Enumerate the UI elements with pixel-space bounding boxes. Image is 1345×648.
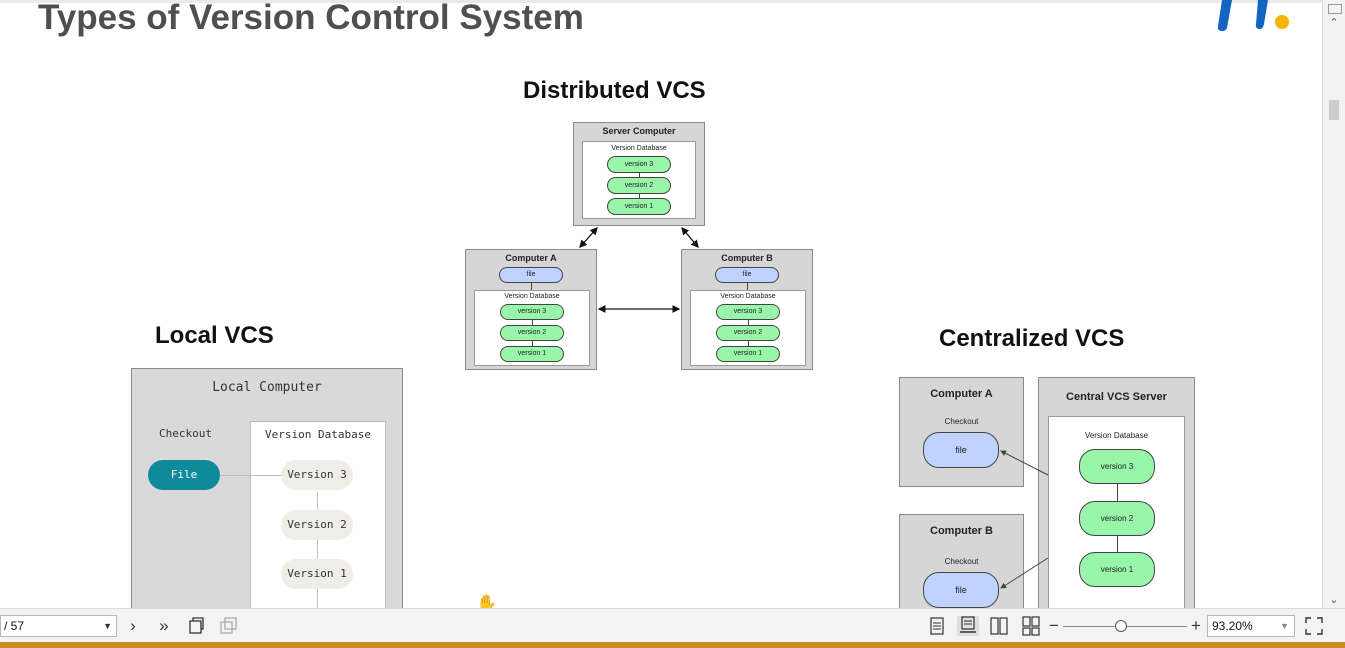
- cvcs-computer-a-checkout: Checkout: [944, 417, 979, 426]
- zoom-dropdown-icon[interactable]: ▼: [1280, 621, 1289, 631]
- local-computer-box: Local Computer Checkout Version Database…: [131, 368, 403, 608]
- dvcs-server-db: Version Database version 3 version 2 ver…: [582, 141, 696, 219]
- cvcs-checkout-arrows: [1000, 450, 1049, 589]
- facing-view-icon[interactable]: [988, 616, 1010, 636]
- cvcs-computer-b: Computer B Checkout file: [899, 514, 1024, 608]
- dvcs-computer-a-file: file: [499, 267, 563, 283]
- page-number-field[interactable]: / 57 ▼: [0, 615, 117, 637]
- cvcs-computer-a-file: file: [923, 432, 999, 468]
- local-version-2: Version 2: [281, 510, 353, 540]
- single-page-view-icon[interactable]: [926, 616, 948, 636]
- dvcs-b-version-3: version 3: [716, 304, 780, 320]
- scroll-thumb[interactable]: [1329, 100, 1339, 120]
- dvcs-computer-a-db-label: Version Database: [504, 293, 560, 300]
- cvcs-version-1: version 1: [1079, 552, 1155, 587]
- local-version-3: Version 3: [281, 460, 353, 490]
- document-page: Types of Version Control System Distribu…: [0, 0, 1322, 608]
- dvcs-server-db-label: Version Database: [611, 145, 667, 152]
- dvcs-computer-a: Computer A file Version Database version…: [465, 249, 597, 370]
- viewer-toolbar: / 57 ▼ › » − + 93.20% ▼: [0, 608, 1345, 642]
- fullscreen-icon[interactable]: [1303, 616, 1325, 636]
- hand-cursor-icon: ✋: [476, 594, 498, 608]
- continuous-view-icon[interactable]: [957, 616, 979, 636]
- dvcs-a-version-2: version 2: [500, 325, 564, 341]
- local-version-db: Version Database Version 3 Version 2 Ver…: [250, 421, 386, 608]
- page-top-border: [0, 0, 1322, 3]
- scroll-up-icon[interactable]: ⌃: [1329, 17, 1339, 29]
- cvcs-computer-b-checkout: Checkout: [944, 557, 979, 566]
- cvcs-version-3: version 3: [1079, 449, 1155, 484]
- cvcs-server-db: Version Database version 3 version 2 ver…: [1048, 416, 1185, 608]
- scroll-down-icon[interactable]: ⌄: [1329, 594, 1339, 606]
- cvcs-server-db-label: Version Database: [1084, 431, 1149, 440]
- dvcs-computer-b: Computer B file Version Database version…: [681, 249, 813, 370]
- dvcs-a-version-3: version 3: [500, 304, 564, 320]
- page-indicator: / 57: [4, 619, 25, 633]
- dvcs-server-version-2: version 2: [607, 177, 671, 194]
- zoom-value: 93.20%: [1212, 619, 1253, 633]
- local-computer-label: Local Computer: [212, 380, 322, 395]
- dvcs-computer-b-label: Computer B: [721, 253, 773, 263]
- dvcs-computer-a-db: Version Database version 3 version 2 ver…: [474, 290, 590, 366]
- dvcs-b-version-2: version 2: [716, 325, 780, 341]
- os-taskbar-strip: [0, 642, 1345, 648]
- cvcs-version-2: version 2: [1079, 501, 1155, 536]
- dvcs-computer-b-file: file: [715, 267, 779, 283]
- brand-logo: [1217, 0, 1289, 31]
- dvcs-b-version-1: version 1: [716, 346, 780, 362]
- slide-title: Types of Version Control System: [38, 0, 584, 37]
- continuous-facing-view-icon[interactable]: [1020, 616, 1042, 636]
- zoom-in-icon[interactable]: +: [1191, 616, 1201, 635]
- page-dropdown-icon[interactable]: ▼: [103, 621, 112, 631]
- dvcs-computer-b-db-label: Version Database: [720, 293, 776, 300]
- cvcs-server-label: Central VCS Server: [1066, 391, 1167, 403]
- local-file: File: [148, 460, 220, 490]
- cvcs-computer-a-label: Computer A: [930, 388, 993, 400]
- local-vcs-title: Local VCS: [155, 322, 274, 349]
- local-checkout-connector: [218, 475, 281, 476]
- local-db-label: Version Database: [265, 428, 371, 441]
- copy-icon[interactable]: [217, 616, 239, 636]
- dvcs-a-version-1: version 1: [500, 346, 564, 362]
- next-page-icon[interactable]: ›: [130, 616, 136, 635]
- dvcs-server-version-1: version 1: [607, 198, 671, 215]
- local-version-1: Version 1: [281, 559, 353, 589]
- distributed-vcs-title: Distributed VCS: [523, 77, 706, 104]
- corner-frame-icon: [1328, 4, 1342, 14]
- cvcs-computer-a: Computer A Checkout file: [899, 377, 1024, 487]
- rotate-icon[interactable]: [185, 616, 207, 636]
- dvcs-server-label: Server Computer: [602, 126, 676, 136]
- last-page-icon[interactable]: »: [159, 616, 169, 635]
- cvcs-central-server: Central VCS Server Version Database vers…: [1038, 377, 1195, 608]
- vertical-scrollbar[interactable]: ⌃ ⌄: [1322, 0, 1345, 608]
- dvcs-server-computer: Server Computer Version Database version…: [573, 122, 705, 226]
- zoom-slider-knob[interactable]: [1115, 620, 1127, 632]
- centralized-vcs-title: Centralized VCS: [939, 325, 1125, 352]
- zoom-field[interactable]: 93.20% ▼: [1207, 615, 1295, 637]
- cvcs-computer-b-file: file: [923, 572, 999, 608]
- dvcs-computer-a-label: Computer A: [505, 253, 557, 263]
- dvcs-sync-arrows: [579, 227, 699, 313]
- dvcs-computer-b-db: Version Database version 3 version 2 ver…: [690, 290, 806, 366]
- zoom-out-icon[interactable]: −: [1049, 616, 1059, 635]
- dvcs-server-version-3: version 3: [607, 156, 671, 173]
- cvcs-computer-b-label: Computer B: [930, 525, 993, 537]
- local-checkout-label: Checkout: [159, 427, 212, 440]
